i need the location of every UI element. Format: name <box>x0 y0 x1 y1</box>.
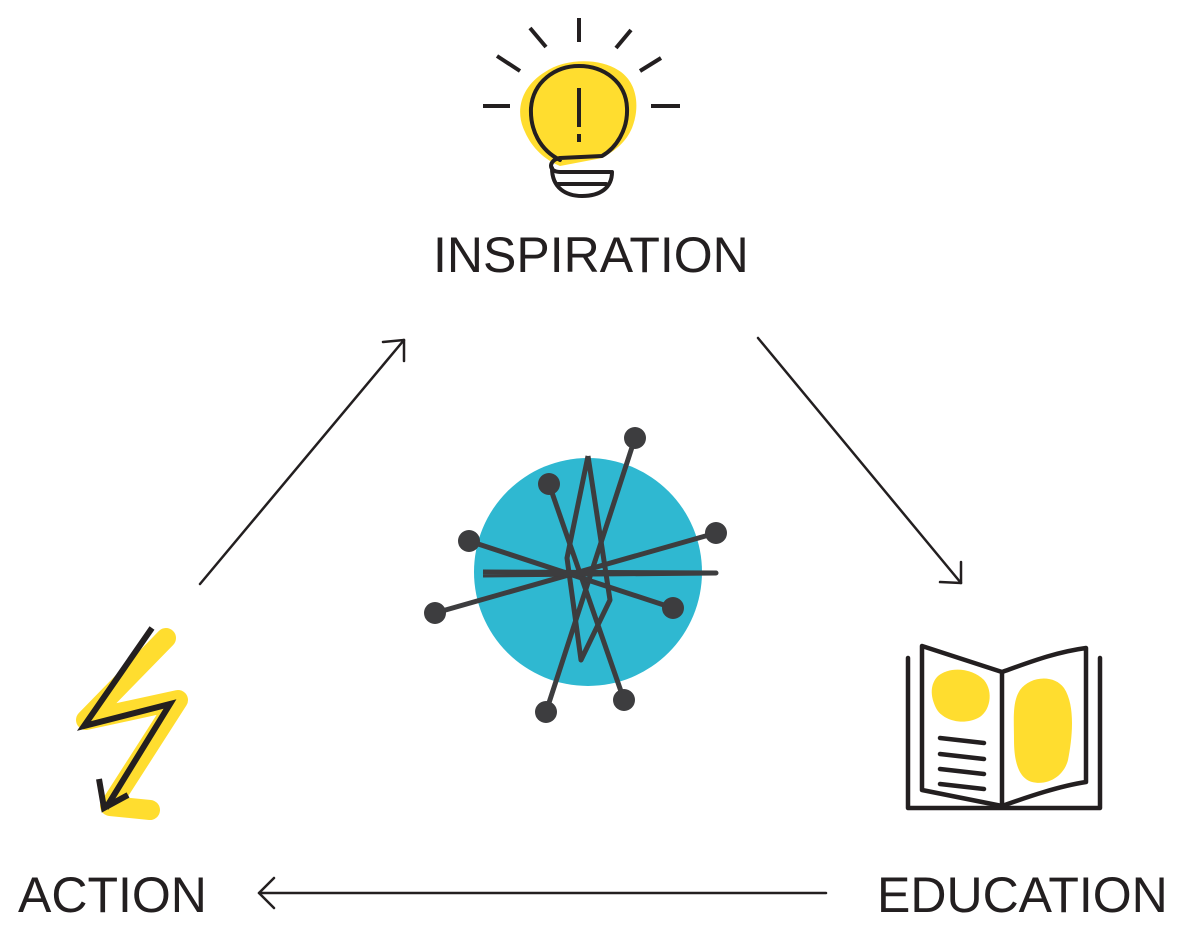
network-node <box>424 602 446 624</box>
network-node <box>535 701 557 723</box>
lightbulb-icon <box>483 18 680 199</box>
book-yellow-right <box>1013 678 1072 783</box>
lightbulb-outline <box>528 64 630 174</box>
arrow-education-to-action <box>257 876 828 910</box>
network-node <box>458 530 480 552</box>
network-node <box>662 597 684 619</box>
network-star-lines <box>564 455 613 663</box>
lightning-yellow-stroke <box>76 628 188 820</box>
book-text-lines <box>937 735 987 792</box>
book-yellow-left <box>931 669 990 722</box>
node-label-inspiration: INSPIRATION <box>433 227 749 283</box>
network-node <box>613 689 635 711</box>
arrow-inspiration-to-education <box>756 336 963 585</box>
open-book-icon <box>905 643 1103 811</box>
node-label-education: EDUCATION <box>877 867 1168 923</box>
book-cover <box>905 655 1103 811</box>
network-star-icon <box>424 427 727 723</box>
node-label-action: ACTION <box>18 867 207 923</box>
lightbulb-base <box>550 166 614 199</box>
arrow-action-to-inspiration <box>198 338 406 586</box>
book-right-page <box>999 645 1089 809</box>
lightning-outline <box>76 626 177 810</box>
network-node <box>624 427 646 449</box>
lightning-arrowhead <box>96 778 130 813</box>
network-node <box>705 522 727 544</box>
network-node <box>538 473 560 495</box>
lightning-bolt-icon <box>76 626 188 820</box>
lightbulb-rays <box>483 18 680 108</box>
